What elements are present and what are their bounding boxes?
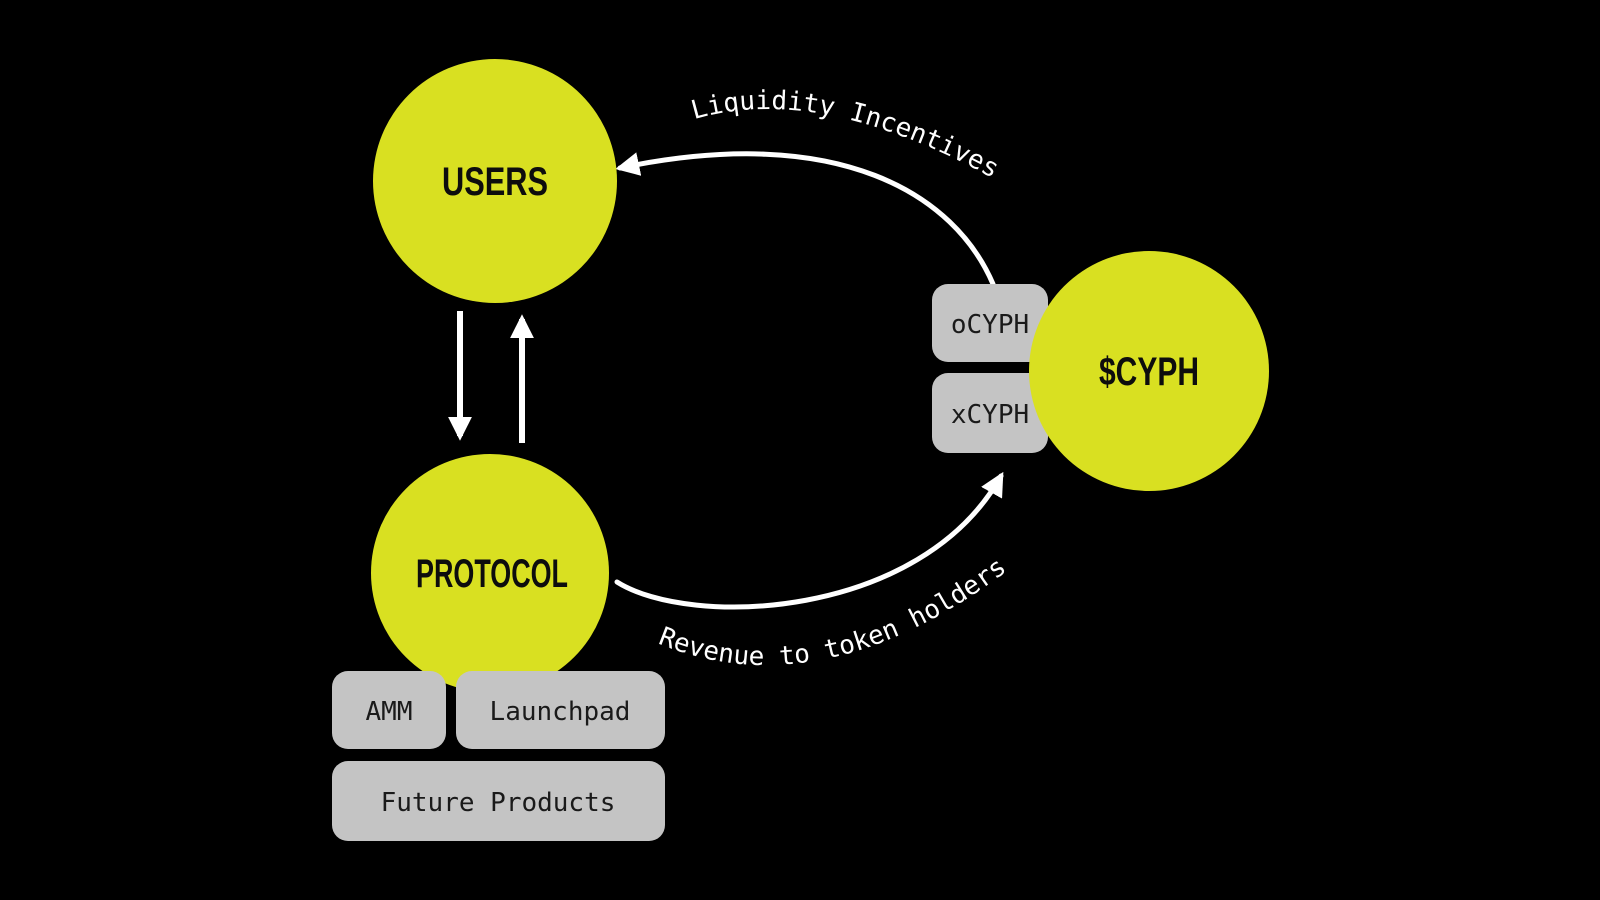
xcyph-label: xCYPH — [951, 400, 1029, 430]
future-products-label: Future Products — [381, 788, 616, 818]
cyph-label: $CYPH — [1099, 350, 1199, 394]
protocol-node — [371, 454, 609, 692]
amm-badge — [332, 671, 446, 749]
token-boxes: oCYPH xCYPH — [932, 284, 1048, 453]
liquidity-incentives-label: Liquidity Incentives — [688, 86, 1004, 185]
revenue-arrow — [614, 471, 1004, 610]
amm-label: AMM — [366, 697, 413, 727]
xcyph-badge — [932, 373, 1048, 453]
ocyph-label: oCYPH — [951, 310, 1029, 340]
users-label: USERS — [442, 160, 548, 204]
product-boxes: AMM Launchpad Future Products — [332, 671, 665, 841]
ocyph-badge — [932, 284, 1048, 362]
protocol-label: PROTOCOL — [416, 552, 568, 596]
launchpad-badge — [456, 671, 665, 749]
users-node — [373, 59, 617, 303]
liquidity-incentives-arrow — [615, 151, 996, 287]
cyph-node — [1029, 251, 1269, 491]
launchpad-label: Launchpad — [490, 697, 631, 727]
future-products-badge — [332, 761, 665, 841]
revenue-label: Revenue to token holders — [655, 552, 1012, 672]
